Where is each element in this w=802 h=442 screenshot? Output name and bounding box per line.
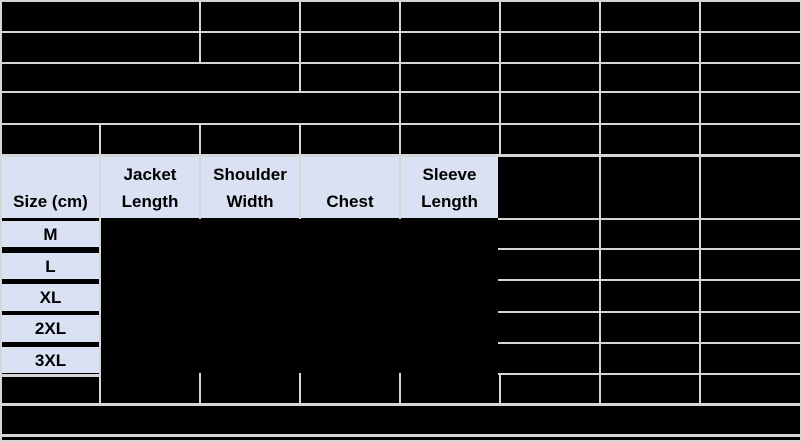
- grid-line-v-col400-b: [399, 373, 401, 406]
- grid-line-v-col600: [599, 0, 601, 406]
- grid-line-v-col300-a: [299, 0, 301, 93]
- header-size-bottom-line: Size (cm): [13, 192, 88, 211]
- header-cell-sleeve-length[interactable]: Sleeve Length: [401, 157, 498, 218]
- header-shoulder-bottom-line: Width: [226, 192, 274, 211]
- grid-line-v-left-border: [0, 0, 2, 442]
- header-jacket-top-line: Jacket: [123, 165, 177, 184]
- grid-line-h-row2XL-right: [498, 342, 802, 344]
- grid-line-h-row13: [0, 434, 802, 437]
- grid-line-h-row3XL-left: [0, 374, 100, 377]
- grid-line-v-col500-b: [499, 373, 501, 406]
- size-cell-3xl[interactable]: 3XL: [2, 347, 99, 373]
- size-label-3xl: 3XL: [34, 350, 67, 370]
- grid-line-h-rowM-right: [498, 248, 802, 250]
- grid-line-h-rowL-right: [498, 279, 802, 281]
- header-sleeve-bottom-line: Length: [421, 192, 478, 211]
- grid-line-h-row3: [0, 91, 802, 93]
- grid-line-v-col500-a: [499, 0, 501, 157]
- grid-line-v-col100: [99, 123, 101, 406]
- grid-line-h-row4: [0, 123, 802, 125]
- grid-line-h-rowXL-right: [498, 311, 802, 313]
- grid-line-v-col200-c: [199, 373, 201, 406]
- header-cell-shoulder-width[interactable]: Shoulder Width: [201, 157, 299, 218]
- header-sleeve-top-line: Sleeve: [422, 165, 477, 184]
- header-chest-bottom-line: Chest: [326, 192, 374, 211]
- grid-line-h-row1: [0, 31, 802, 33]
- header-cell-size-cm[interactable]: Size (cm): [2, 157, 99, 218]
- size-cell-l[interactable]: L: [2, 253, 99, 279]
- grid-line-v-col300-c: [299, 373, 301, 406]
- grid-line-v-right-border: [800, 0, 802, 442]
- grid-line-v-col200-a: [199, 0, 201, 64]
- header-cell-chest[interactable]: Chest: [301, 157, 399, 218]
- grid-line-h-top-border: [0, 0, 802, 2]
- size-label-m: M: [43, 224, 58, 244]
- size-cell-xl[interactable]: XL: [2, 284, 99, 311]
- header-cell-jacket-length[interactable]: Jacket Length: [101, 157, 199, 218]
- size-label-l: L: [45, 256, 56, 276]
- size-label-2xl: 2XL: [34, 319, 67, 338]
- grid-line-h-row3XL-right: [498, 373, 802, 375]
- header-shoulder-top-line: Shoulder: [213, 165, 287, 184]
- grid-line-h-header-right: [498, 218, 802, 220]
- grid-line-h-row2: [0, 62, 802, 64]
- size-cell-m[interactable]: M: [2, 221, 99, 247]
- header-jacket-bottom-line: Length: [121, 192, 179, 211]
- grid-line-v-col200-b: [199, 123, 201, 219]
- grid-line-h-bottom-border: [0, 440, 802, 442]
- grid-line-v-col400-a: [399, 0, 401, 219]
- size-label-xl: XL: [39, 288, 62, 307]
- grid-line-h-row5: [0, 154, 802, 157]
- grid-line-v-col300-b: [299, 123, 301, 219]
- size-cell-2xl[interactable]: 2XL: [2, 315, 99, 342]
- grid-line-v-col700: [699, 0, 701, 406]
- grid-line-h-row12: [0, 403, 802, 406]
